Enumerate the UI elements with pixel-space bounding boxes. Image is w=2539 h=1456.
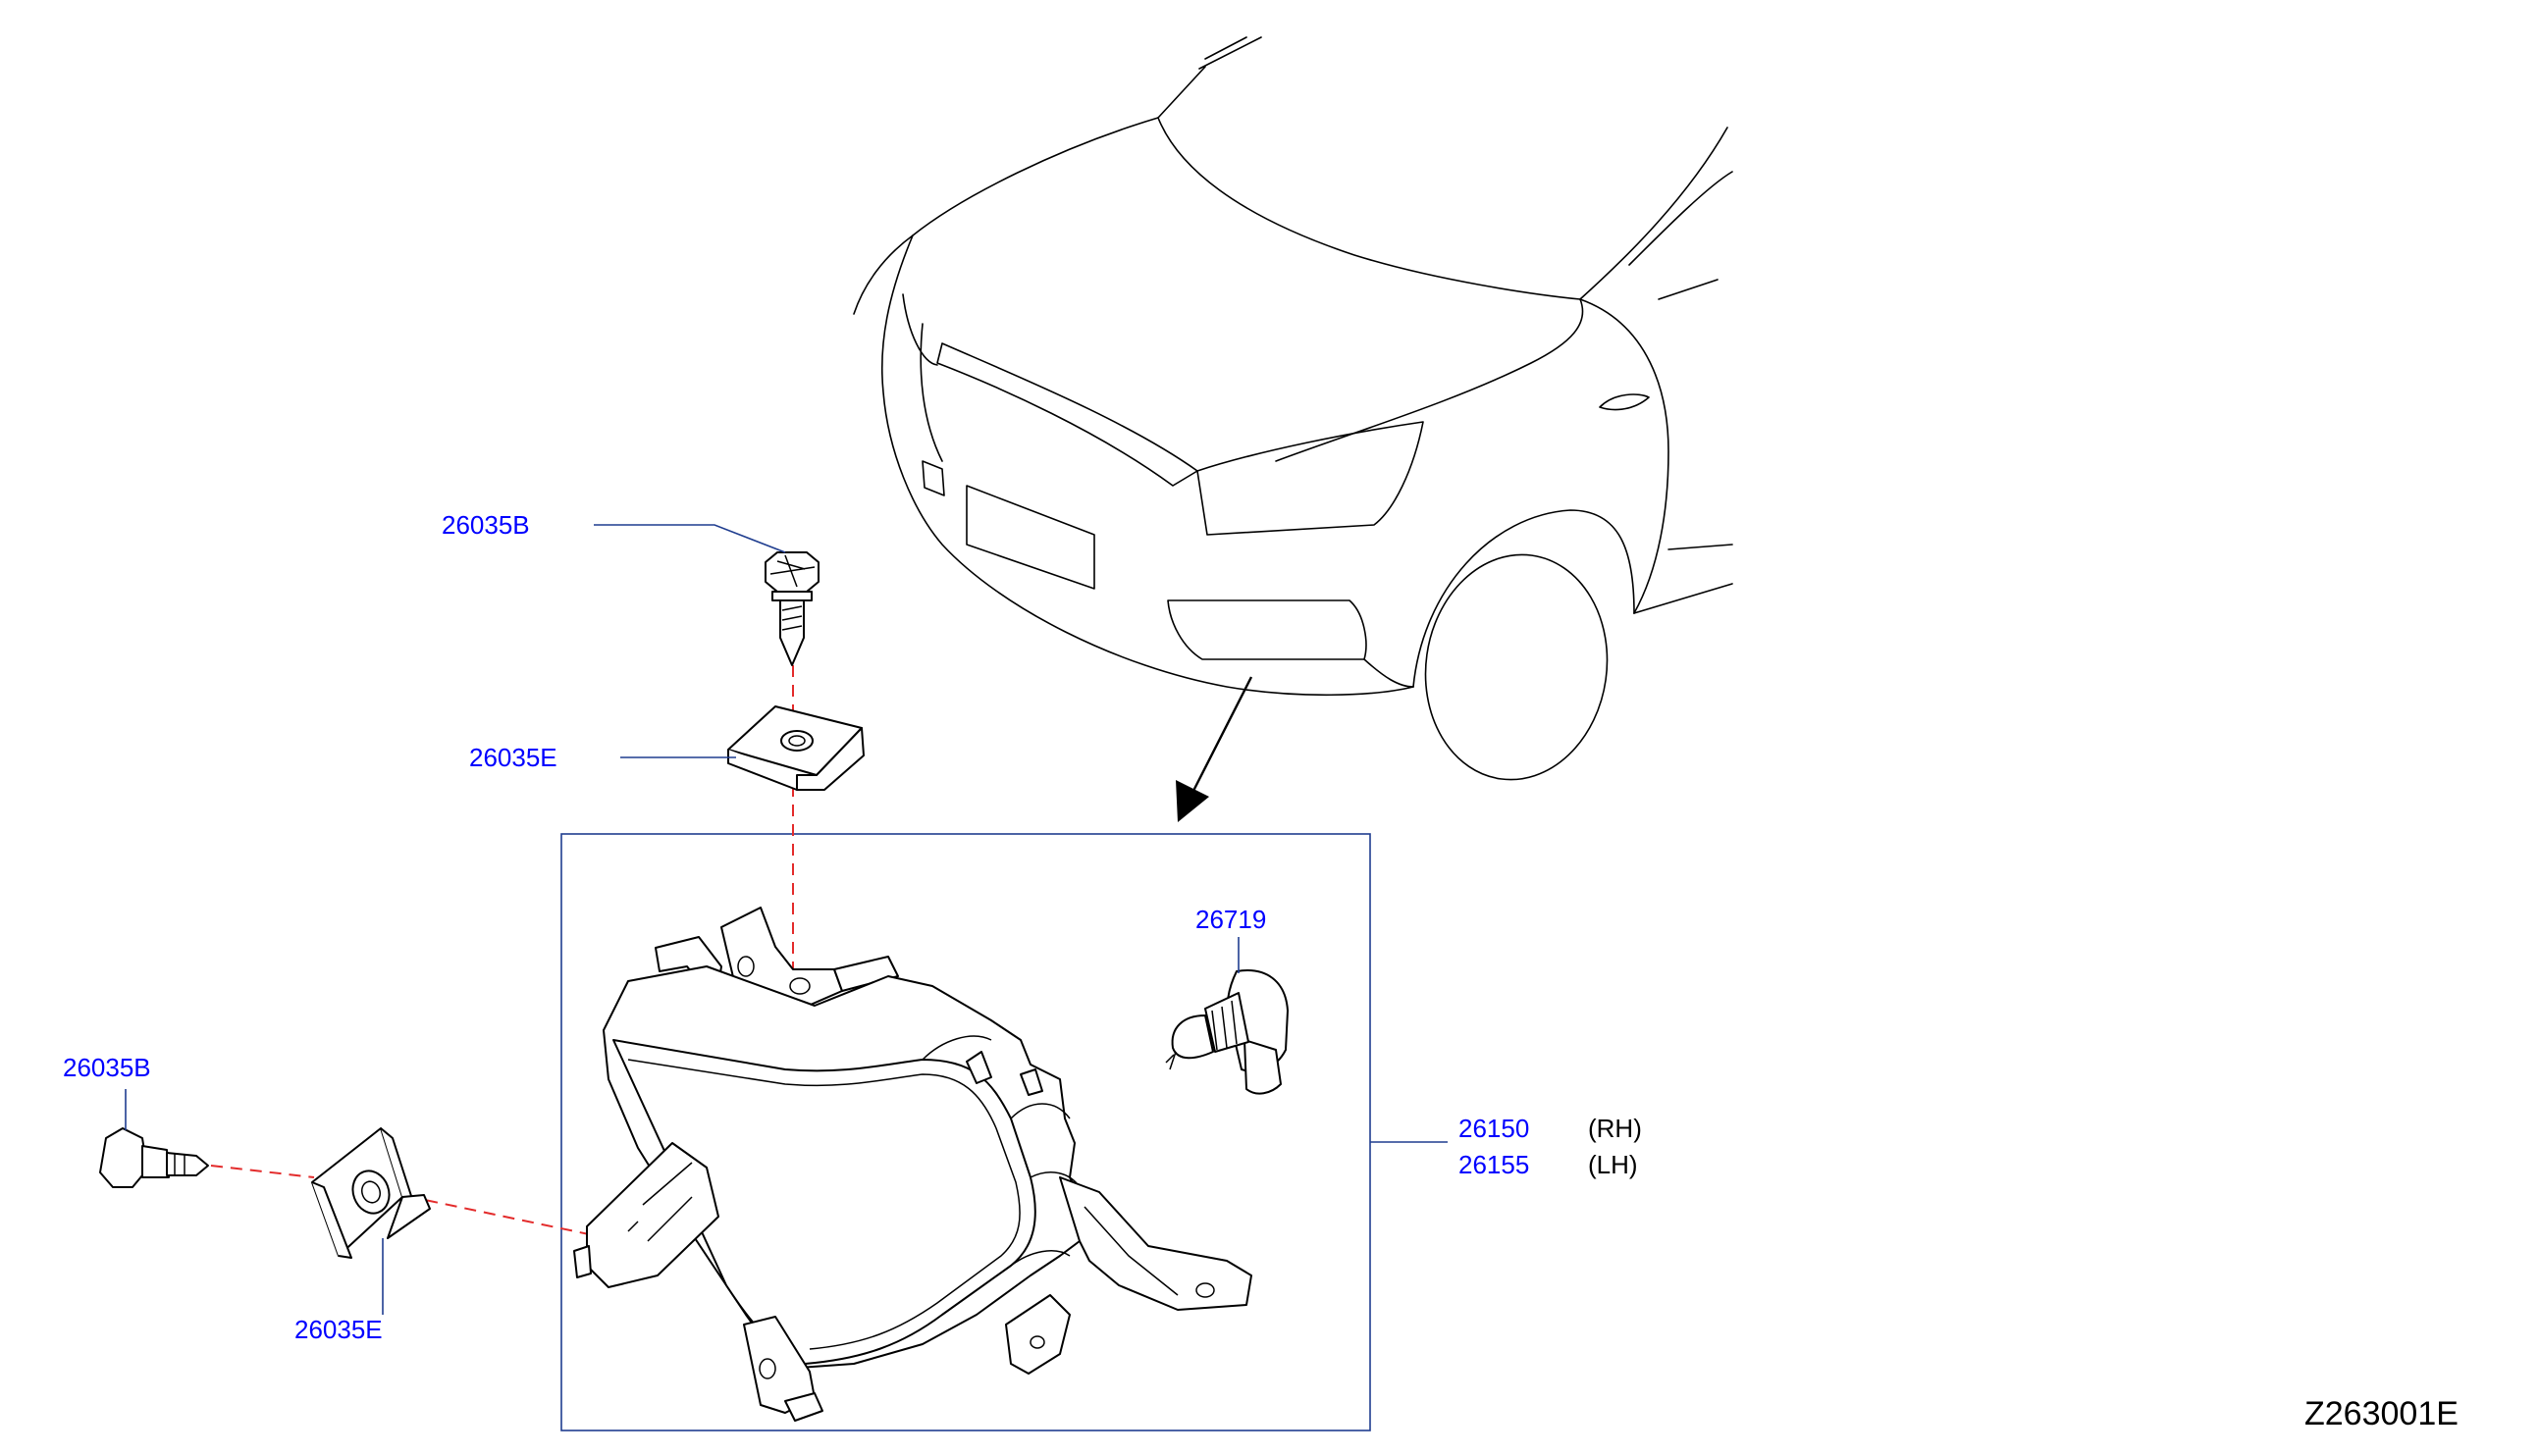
bulb-icon [1165,969,1289,1095]
leader-26035B-top [594,524,786,553]
label-26035B-top: 26035B [442,510,530,540]
diagram-code: Z263001E [2304,1395,2459,1432]
label-rh: (RH) [1588,1114,1642,1143]
label-26035E-top: 26035E [469,743,557,772]
label-26035B-left: 26035B [63,1053,151,1082]
assembly-lines [210,665,794,1235]
bolt-top-icon [765,551,820,666]
label-26035E-left: 26035E [294,1315,383,1344]
fog-lamp-assembly-icon [573,907,1252,1422]
vehicle-front-illustration [853,36,1733,781]
leader-lines [125,524,1240,1315]
clip-nut-left-icon [311,1127,431,1259]
assembly-frame [560,833,1371,1431]
label-26719: 26719 [1195,905,1266,934]
label-26150: 26150 [1458,1114,1529,1143]
callout-arrow [1176,676,1253,822]
clip-nut-top-icon [727,705,865,791]
label-26155: 26155 [1458,1150,1529,1179]
bolt-left-icon [99,1127,209,1188]
label-lh: (LH) [1588,1150,1638,1179]
